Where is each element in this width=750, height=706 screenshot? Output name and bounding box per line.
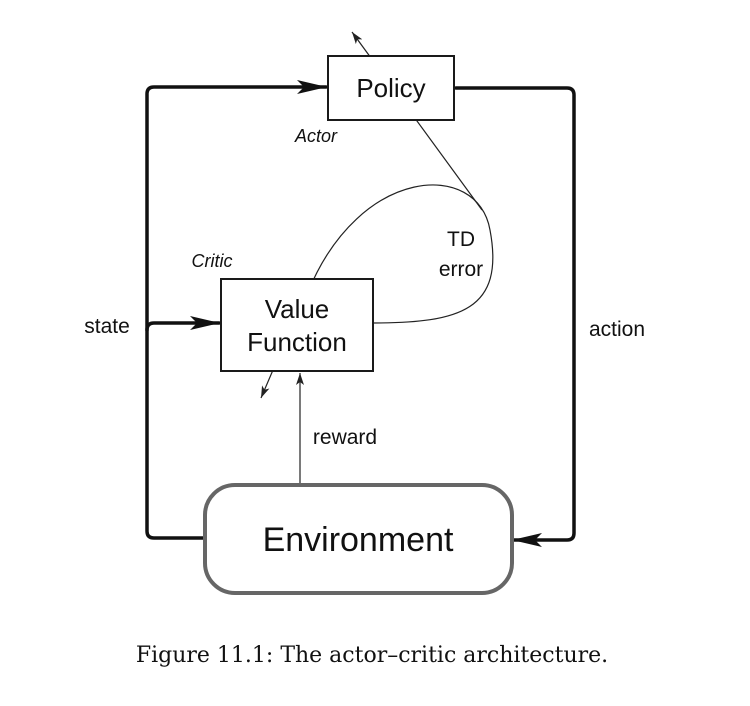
state-label: state bbox=[84, 315, 130, 338]
state-to-policy-arrow bbox=[145, 80, 328, 540]
environment-box bbox=[203, 483, 514, 595]
value-function-label-line1: Value bbox=[265, 294, 330, 324]
state-to-critic-arrow bbox=[145, 316, 221, 332]
td-error-signal-curve bbox=[307, 184, 494, 324]
reward-label: reward bbox=[313, 426, 377, 449]
environment-label: Environment bbox=[263, 521, 454, 559]
td-error-label-line2: error bbox=[439, 258, 483, 281]
actor-label: Actor bbox=[294, 126, 338, 146]
td-error-label-line1: TD bbox=[447, 228, 475, 251]
action-arrow bbox=[454, 86, 576, 547]
policy-box bbox=[327, 55, 455, 121]
value-function-box bbox=[220, 278, 374, 372]
value-function-label-line2: Function bbox=[247, 327, 347, 357]
action-label: action bbox=[589, 318, 645, 341]
policy-label: Policy bbox=[356, 73, 425, 103]
figure-caption: Figure 11.1: The actor–critic architectu… bbox=[136, 643, 608, 668]
critic-label: Critic bbox=[192, 251, 233, 271]
